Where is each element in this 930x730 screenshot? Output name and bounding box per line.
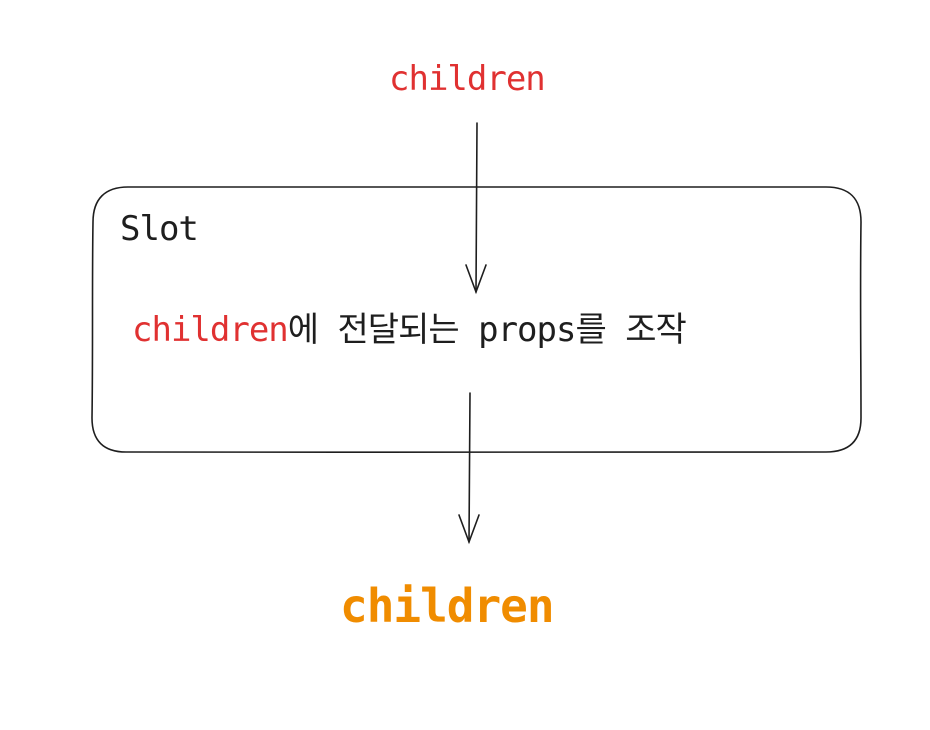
output-arrow-head [458, 514, 480, 545]
input-arrow [465, 122, 487, 295]
output-arrow [458, 392, 480, 545]
slot-description: children에 전달되는 props를 조작 [132, 310, 687, 350]
input-arrow-shaft [475, 122, 478, 293]
output-arrow-shaft [468, 392, 471, 543]
slot-title: Slot [120, 209, 199, 249]
output-children-label: children [340, 579, 555, 633]
slot-description-text: 에 전달되는 props를 조작 [287, 310, 687, 350]
input-children-label: children [389, 59, 546, 99]
input-arrow-head [465, 264, 487, 295]
slot-box [91, 185, 862, 454]
slot-description-highlight: children [132, 310, 289, 350]
